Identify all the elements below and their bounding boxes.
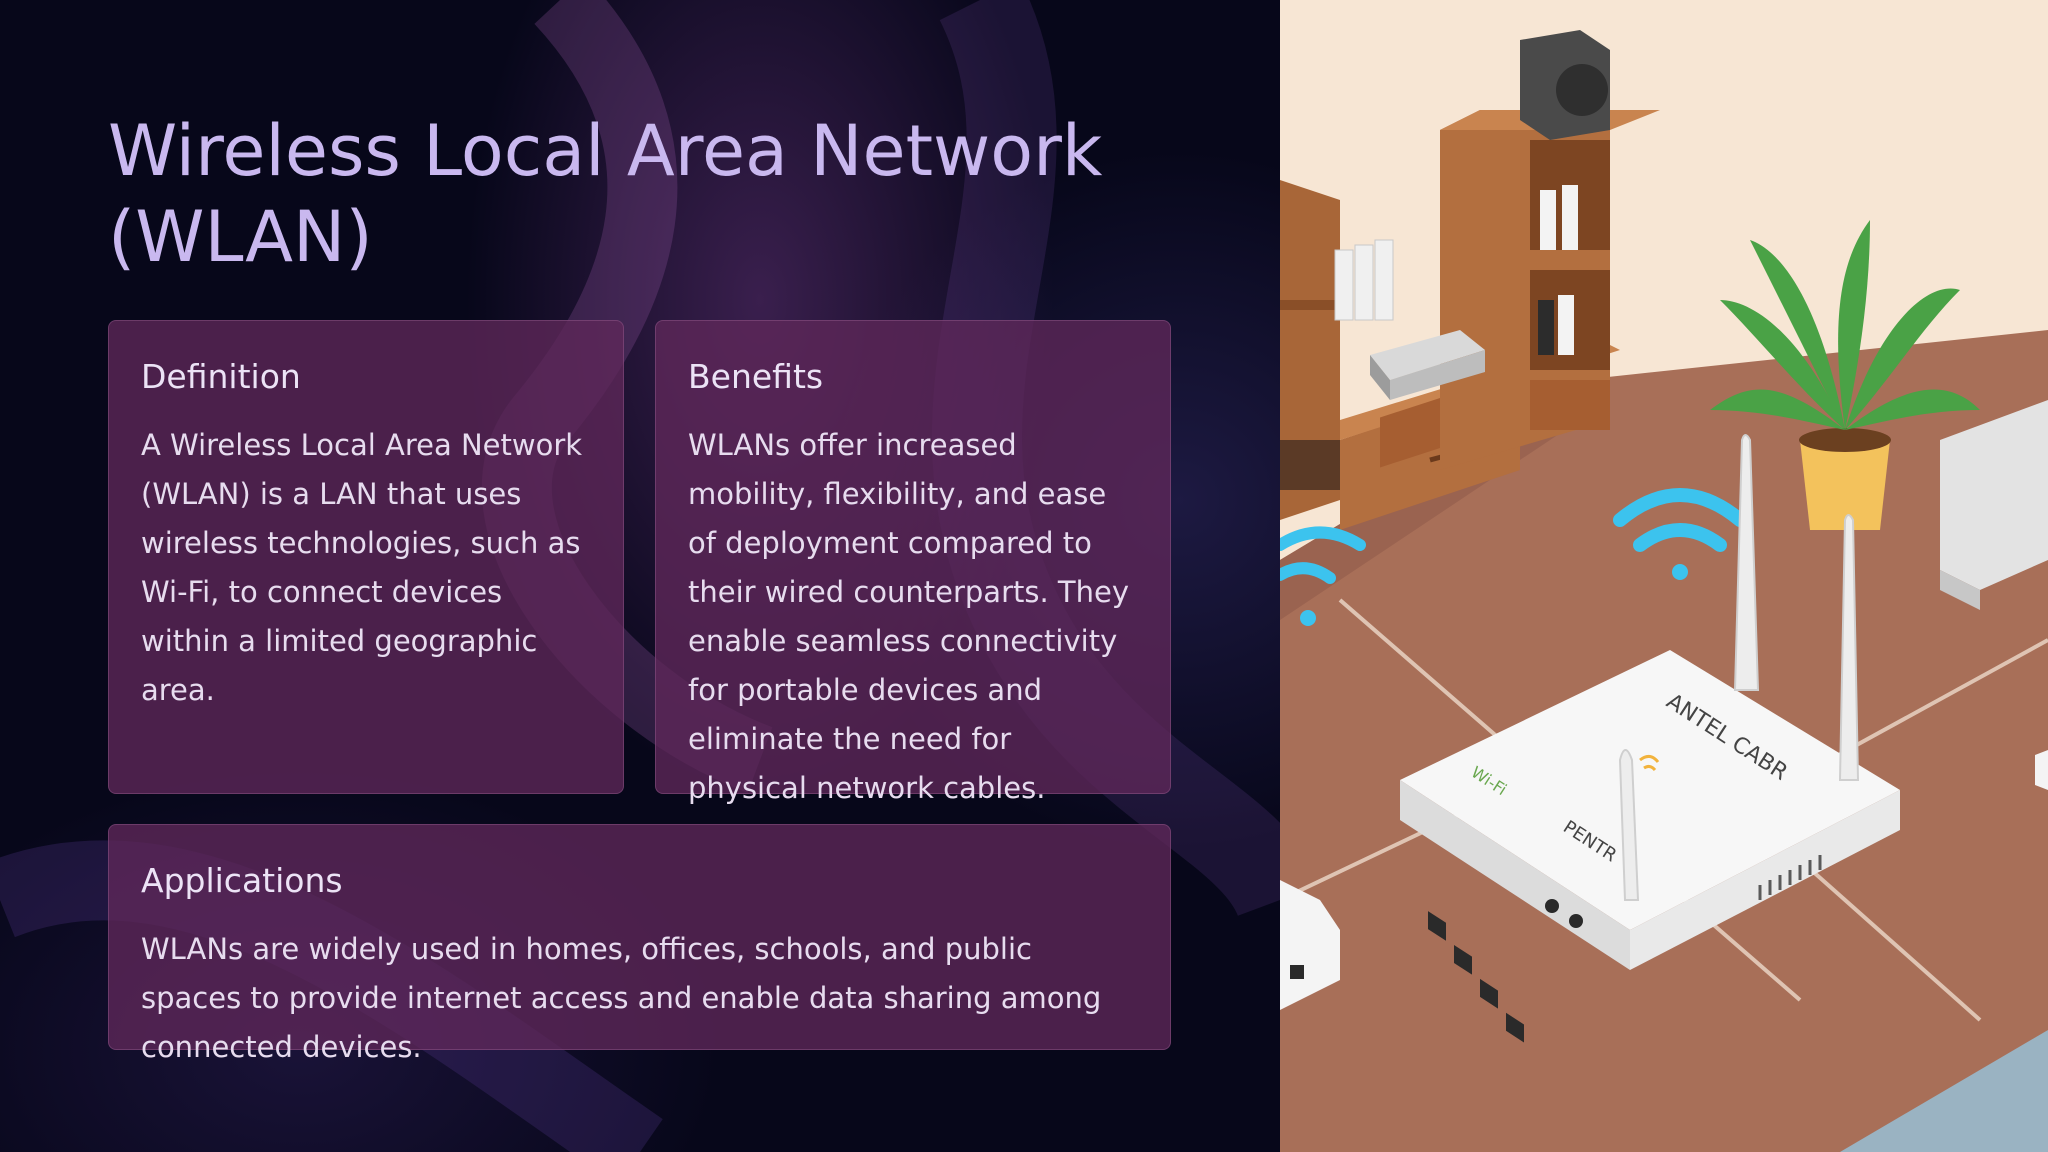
left-shelf [1280, 180, 1340, 520]
router-room-image: ANTEL CABR PENTR Wi-Fi [1280, 0, 2048, 1152]
plant [1710, 220, 1980, 530]
definition-heading: Definition [141, 357, 301, 396]
benefits-card: Benefits WLANs offer increased mobility,… [655, 320, 1171, 805]
slide-content-panel: Wireless Local Area Network (WLAN) Defin… [0, 0, 1280, 1152]
definition-card: Definition A Wireless Local Area Network… [108, 320, 624, 794]
left-device [1280, 880, 1340, 1010]
wifi-icon [1613, 488, 1747, 580]
right-device [2035, 750, 2048, 790]
applications-heading: Applications [141, 861, 343, 900]
slide-title: Wireless Local Area Network (WLAN) [108, 110, 1103, 278]
router-illustration: ANTEL CABR PENTR Wi-Fi [1280, 0, 2048, 1152]
sofa [1940, 400, 2048, 610]
definition-body: A Wireless Local Area Network (WLAN) is … [141, 428, 583, 707]
wifi-icon-left [1280, 526, 1366, 626]
benefits-heading: Benefits [688, 357, 824, 396]
printer [1370, 330, 1485, 400]
benefits-body: WLANs offer increased mobility, flexibil… [688, 428, 1130, 805]
applications-body: WLANs are widely used in homes, offices,… [141, 932, 1102, 1064]
binders [1334, 239, 1394, 321]
applications-card: Applications WLANs are widely used in ho… [108, 824, 1171, 1064]
wifi-router: ANTEL CABR PENTR Wi-Fi [1400, 434, 1900, 1043]
speaker [1520, 30, 1610, 140]
